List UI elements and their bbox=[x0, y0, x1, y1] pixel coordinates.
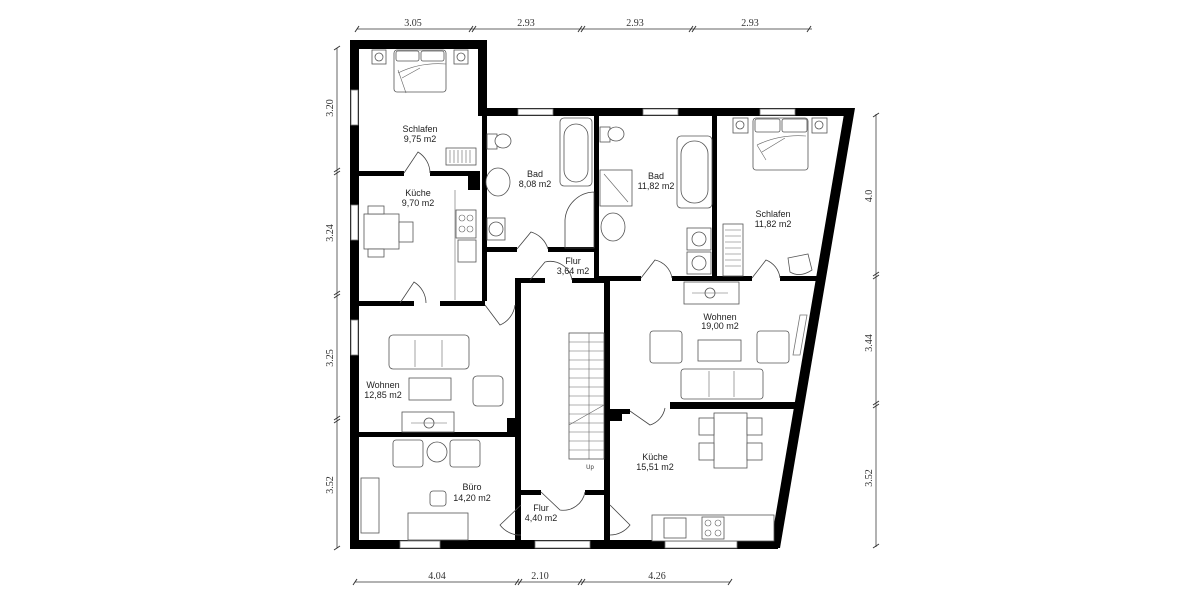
room-name: Wohnen bbox=[366, 380, 399, 390]
room-schlafen-left[interactable]: Schlafen 9,75 m2 bbox=[402, 124, 437, 144]
room-name: Schlafen bbox=[402, 124, 437, 134]
bed-right-furniture bbox=[722, 117, 828, 277]
room-name: Büro bbox=[462, 482, 481, 492]
dim-top-3: 2.93 bbox=[626, 18, 644, 29]
room-area: 11,82 m2 bbox=[755, 219, 792, 229]
room-name: Bad bbox=[527, 169, 543, 179]
living-left-furniture bbox=[388, 334, 504, 433]
dim-top-1: 3.05 bbox=[404, 18, 422, 29]
dim-left-1: 3.20 bbox=[325, 99, 336, 117]
room-kueche-left[interactable]: Küche 9,70 m2 bbox=[402, 188, 435, 208]
bed-left-furniture bbox=[371, 49, 477, 166]
room-name: Flur bbox=[533, 503, 549, 513]
office-furniture bbox=[360, 439, 481, 541]
dimension-left: 3.20 3.24 3.25 3.52 bbox=[325, 45, 341, 551]
room-name: Schlafen bbox=[755, 209, 790, 219]
windows bbox=[350, 89, 808, 549]
room-area: 8,08 m2 bbox=[519, 179, 552, 189]
exterior-walls bbox=[350, 40, 855, 549]
bath-right-furniture bbox=[599, 126, 713, 275]
room-schlafen-right[interactable]: Schlafen 11,82 m2 bbox=[755, 209, 792, 229]
room-wohnen-right[interactable]: Wohnen 19,00 m2 bbox=[701, 312, 739, 331]
dimension-bottom: 4.04 2.10 4.26 bbox=[352, 571, 733, 586]
dim-right-3: 3.52 bbox=[864, 469, 875, 487]
dimension-right: 4.0 3.44 3.52 bbox=[864, 112, 880, 549]
room-name: Wohnen bbox=[703, 312, 736, 322]
room-area: 15,51 m2 bbox=[636, 462, 674, 472]
room-area: 14,20 m2 bbox=[453, 493, 491, 503]
room-flur-top[interactable]: Flur 3,64 m2 bbox=[557, 256, 590, 276]
stairs-up-label: Up bbox=[586, 465, 594, 471]
dim-bottom-2: 2.10 bbox=[531, 571, 549, 582]
kitchen-left-furniture bbox=[363, 190, 477, 300]
dimension-top: 3.05 2.93 2.93 2.93 bbox=[354, 18, 812, 33]
room-name: Küche bbox=[642, 452, 668, 462]
room-flur-bottom[interactable]: Flur 4,40 m2 bbox=[525, 503, 558, 523]
living-right-furniture bbox=[649, 281, 790, 400]
room-bad-left[interactable]: Bad 8,08 m2 bbox=[519, 169, 552, 189]
room-name: Küche bbox=[405, 188, 431, 198]
dim-left-2: 3.24 bbox=[325, 224, 336, 242]
dim-bottom-1: 4.04 bbox=[428, 571, 446, 582]
doors bbox=[399, 151, 781, 536]
room-area: 11,82 m2 bbox=[638, 181, 675, 191]
room-area: 19,00 m2 bbox=[701, 321, 739, 331]
staircase[interactable]: Up bbox=[568, 332, 605, 471]
dim-top-2: 2.93 bbox=[517, 18, 535, 29]
dim-left-3: 3.25 bbox=[325, 349, 336, 367]
room-area: 12,85 m2 bbox=[364, 390, 402, 400]
room-wohnen-left[interactable]: Wohnen 12,85 m2 bbox=[364, 380, 402, 400]
room-name: Flur bbox=[565, 256, 581, 266]
room-buero[interactable]: Büro 14,20 m2 bbox=[453, 482, 491, 503]
interior-walls bbox=[359, 116, 820, 542]
room-area: 9,75 m2 bbox=[404, 134, 437, 144]
room-name: Bad bbox=[648, 171, 664, 181]
kitchen-right-furniture bbox=[651, 412, 775, 542]
room-kueche-right[interactable]: Küche 15,51 m2 bbox=[636, 452, 674, 472]
room-area: 3,64 m2 bbox=[557, 266, 590, 276]
dim-left-4: 3.52 bbox=[325, 476, 336, 494]
room-area: 4,40 m2 bbox=[525, 513, 558, 523]
dim-right-2: 3.44 bbox=[864, 334, 875, 352]
room-area: 9,70 m2 bbox=[402, 198, 435, 208]
dim-right-1: 4.0 bbox=[864, 190, 875, 203]
dim-bottom-3: 4.26 bbox=[648, 571, 666, 582]
bath-left-furniture bbox=[485, 117, 593, 241]
dim-top-4: 2.93 bbox=[741, 18, 759, 29]
room-bad-right[interactable]: Bad 11,82 m2 bbox=[638, 171, 675, 191]
